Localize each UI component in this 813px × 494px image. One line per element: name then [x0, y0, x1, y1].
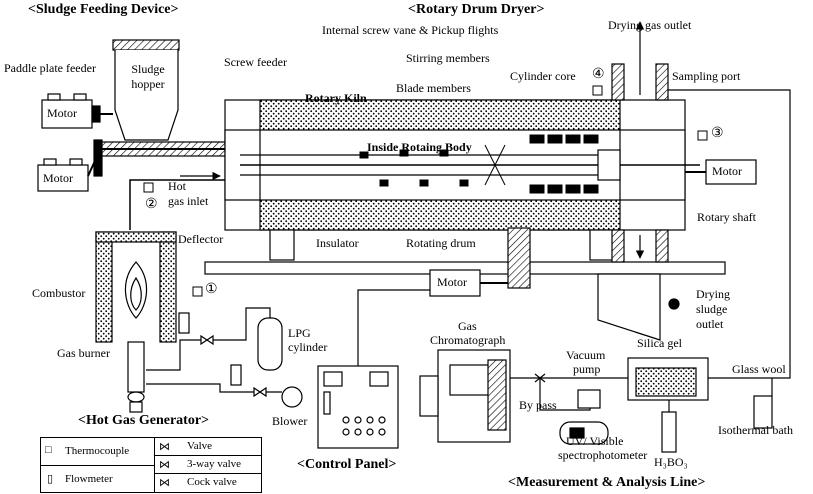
legend-thermocouple: Thermocouple — [65, 445, 130, 457]
motor-drum — [429, 269, 508, 297]
gas-burner — [127, 341, 145, 413]
label-cylinder-core: Cylinder core — [510, 69, 576, 83]
marker-3: ③ — [711, 126, 724, 141]
drying-gas-outlet-duct — [611, 21, 669, 263]
label-h3bo3: H₃BO₃ — [654, 455, 688, 469]
marker-4: ④ — [592, 67, 605, 82]
label-blade-members: Blade members — [396, 81, 471, 95]
label-sludge: Sludge — [131, 62, 165, 76]
label-sampling-port: Sampling port — [672, 69, 741, 83]
marker-1: ① — [205, 282, 218, 297]
marker-2: ② — [145, 197, 158, 212]
label-hot: Hot — [168, 179, 186, 193]
sludge-outlet-hopper — [597, 273, 680, 341]
label-inside-rotating-body: Inside Rotaing Body — [367, 140, 472, 154]
legend-flowmeter: Flowmeter — [65, 473, 113, 485]
legend-three-way-valve-icon: ⋈ — [159, 459, 170, 471]
label-pump: pump — [573, 362, 601, 376]
label-motor-screw: Motor — [43, 171, 73, 185]
blower-line — [146, 364, 303, 408]
label-drying-gas-outlet: Drying gas outlet — [608, 18, 692, 32]
label-uv-visible: UV/ Visible — [566, 434, 624, 448]
legend-flowmeter-icon: ▯ — [47, 473, 54, 485]
label-gas-inlet: gas inlet — [168, 194, 209, 208]
motor-paddle-feeder — [41, 93, 113, 129]
heading-hot-gas-generator: <Hot Gas Generator> — [78, 413, 210, 428]
label-stirring-members: Stirring members — [406, 51, 490, 65]
hot-gas-inlet — [129, 171, 225, 230]
rotary-drum — [224, 99, 700, 231]
cylinder-core — [529, 134, 599, 194]
label-glass-wool: Glass wool — [732, 362, 786, 376]
label-gas: Gas — [458, 319, 477, 333]
stirring-members — [359, 144, 506, 187]
drum-supports — [204, 227, 726, 289]
heading-control-panel: <Control Panel> — [297, 457, 397, 472]
label-spectrophotometer: spectrophotometer — [558, 448, 648, 462]
label-rotary-shaft: Rotary shaft — [697, 210, 756, 224]
control-panel — [317, 289, 430, 449]
label-outlet: outlet — [696, 317, 724, 331]
label-internal-screw: Internal screw vane & Pickup flights — [322, 23, 499, 37]
sludge-hopper — [112, 39, 180, 141]
heading-measurement-line: <Measurement & Analysis Line> — [508, 475, 706, 490]
legend-valve-icon: ⋈ — [159, 441, 170, 453]
legend-three-way-valve: 3-way valve — [187, 458, 242, 470]
label-silica-gel: Silica gel — [637, 336, 682, 350]
label-rotary-kiln: Rotary Kiln — [305, 91, 367, 105]
label-insulator: Insulator — [316, 236, 359, 250]
label-drying: Drying — [696, 287, 730, 301]
label-by-pass: By pass — [519, 398, 557, 412]
lpg-line — [146, 307, 283, 371]
heading-sludge-feeding-device: <Sludge Feeding Device> — [28, 2, 179, 17]
label-motor-paddle: Motor — [47, 106, 77, 120]
label-sludge-outlet-1: sludge — [696, 302, 728, 316]
label-screw-feeder: Screw feeder — [224, 55, 287, 69]
label-isothermal-bath: Isothermal bath — [718, 423, 793, 437]
screw-feeder — [99, 141, 245, 157]
label-combustor: Combustor — [32, 286, 86, 300]
motor-screw-feeder — [37, 139, 103, 192]
label-blower: Blower — [272, 414, 308, 428]
label-gas-burner: Gas burner — [57, 346, 110, 360]
gas-chromatograph — [419, 349, 511, 443]
legend: □ Thermocouple ▯ Flowmeter ⋈ Valve ⋈ 3-w… — [40, 437, 262, 493]
heading-rotary-drum-dryer: <Rotary Drum Dryer> — [408, 2, 545, 17]
legend-thermocouple-icon: □ — [45, 444, 52, 456]
label-deflector: Deflector — [178, 232, 224, 246]
thermocouple-markers — [143, 85, 708, 297]
legend-valve: Valve — [187, 440, 213, 452]
legend-cock-valve: Cock valve — [187, 476, 237, 488]
label-hopper: hopper — [131, 77, 165, 91]
measurement-line — [510, 89, 791, 453]
label-rotating-drum: Rotating drum — [406, 236, 476, 250]
label-chromatograph: Chromatograph — [430, 333, 506, 347]
legend-cock-valve-icon: ⋈ — [159, 477, 170, 489]
label-motor-rotary-shaft: Motor — [712, 164, 742, 178]
label-motor-drum: Motor — [437, 275, 467, 289]
motor-rotary-shaft — [685, 159, 757, 185]
label-vacuum: Vacuum — [566, 348, 606, 362]
label-paddle-plate-feeder: Paddle plate feeder — [4, 61, 96, 75]
label-cylinder: cylinder — [288, 340, 328, 354]
label-lpg: LPG — [288, 326, 311, 340]
combustor — [95, 231, 177, 343]
